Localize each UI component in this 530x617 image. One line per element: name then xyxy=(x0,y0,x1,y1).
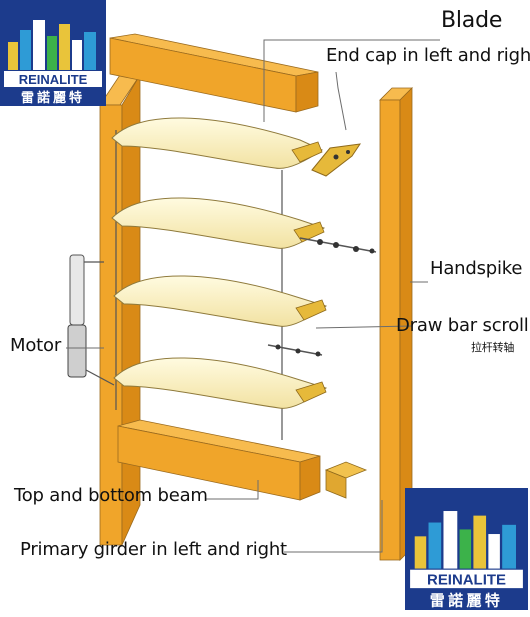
blade-1 xyxy=(111,117,324,169)
reinalite-logo-bottom: REINALITE 雷諾麗特 xyxy=(405,488,528,610)
logo-brand-text: REINALITE xyxy=(427,572,506,589)
blade-label: Blade xyxy=(441,8,503,33)
end-cap-label: End cap in left and right xyxy=(326,45,530,66)
logo-chinese-text: 雷諾麗特 xyxy=(430,591,504,609)
blade-4 xyxy=(113,357,328,409)
blade-3 xyxy=(113,275,328,327)
reinalite-logo: REINALITE 雷諾麗特 xyxy=(0,0,106,106)
blade-2 xyxy=(111,197,326,249)
motor-actuator xyxy=(67,254,115,386)
top-beam xyxy=(109,33,319,113)
motor-label: Motor xyxy=(10,335,62,356)
top-bottom-beam-label: Top and bottom beam xyxy=(14,485,208,506)
right-primary-girder xyxy=(379,87,413,561)
logo-brand-text: REINALITE xyxy=(19,72,88,87)
handspike-label: Handspike xyxy=(430,258,523,279)
leader-lines xyxy=(66,39,440,553)
bottom-beam xyxy=(117,419,321,501)
draw-bar-hardware xyxy=(267,344,323,357)
primary-girder-label: Primary girder in left and right xyxy=(20,539,287,560)
logo-chinese-text: 雷諾麗特 xyxy=(21,90,85,106)
draw-bar-scroll-label: Draw bar scroll xyxy=(396,315,529,336)
handspike-hardware xyxy=(299,237,377,254)
draw-bar-scroll-cn-label: 拉杆转轴 xyxy=(471,341,515,354)
end-cap-part xyxy=(311,143,362,177)
bottom-bracket xyxy=(324,461,368,499)
